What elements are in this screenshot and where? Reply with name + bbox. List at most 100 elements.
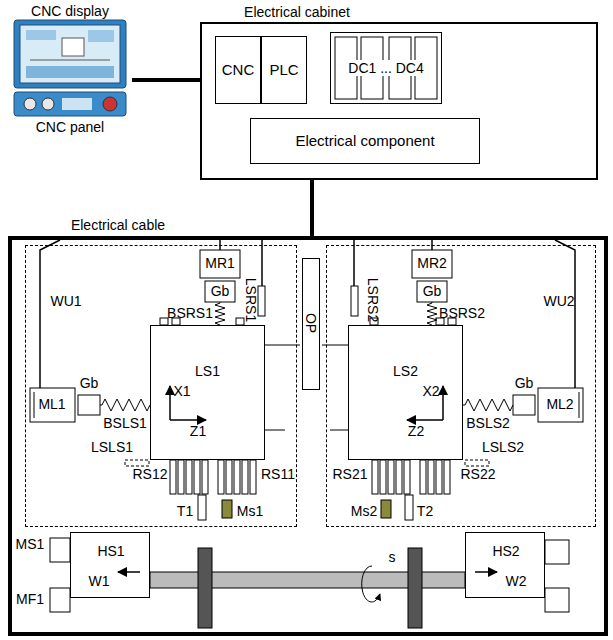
part-label: BSLS2 [466,416,510,431]
component-box: Electrical component [250,118,480,164]
drive-box: DC1 ... DC4 [330,32,442,104]
tool-tooth [250,460,256,494]
limit-switch [465,460,489,466]
node-text: W2 [506,573,527,589]
part-label: Gb [80,376,99,391]
part-label: LSRS2 [364,278,379,322]
part-label: Z1 [190,424,206,439]
part-label: LSLS2 [482,440,524,455]
node-text: W1 [89,573,110,589]
cnc-display-icon [14,20,126,116]
ball-screw-spring [215,302,225,325]
axis-arrows [170,386,443,420]
tools-sensors [198,495,413,520]
part-label: MR1 [205,256,235,271]
ball-screw-spring [463,399,513,411]
tool-tooth [404,460,410,494]
headstock-box: HS2W2 [465,532,545,598]
part-label: T2 [417,504,433,519]
tool-tooth [444,460,450,494]
node-title: LS1 [195,362,220,378]
part-label: Z2 [408,424,424,439]
limit-switch [125,460,149,466]
node-title: HS1 [97,543,124,559]
part-label: BSLS1 [103,416,147,431]
tool-tooth [428,460,434,494]
wheelset [150,548,465,628]
part-label: Ms1 [237,504,263,519]
probe-box: OP [302,258,320,390]
part-label: RS21 [332,467,367,482]
node-title: Electrical component [295,132,434,149]
node-title: HS2 [492,543,519,559]
tool-tooth [178,460,184,494]
part-label: MF1 [16,592,44,607]
part-label: X2 [422,384,439,399]
part-label: Gb [423,284,442,299]
motor-mr1 [200,250,240,302]
headstock-box: HS1W1 [70,532,150,598]
plc-box: PLC [261,36,307,104]
node-title: WU2 [543,293,574,309]
machine-frame [10,238,606,634]
node-title: Electrical cabinet [244,4,350,20]
cnc-terminal: CNC displayCNC panel [8,2,132,136]
node-title: WU1 [50,293,81,309]
part-label: Gb [211,284,230,299]
part-label: BSRS1 [167,306,213,321]
part-label: Electrical cable [71,218,165,233]
tool-tooth [218,460,224,494]
tool-tooth [226,460,232,494]
part-label: Gb [515,376,534,391]
part-label: LSLS1 [91,440,133,455]
slide-box: LS1 [150,325,265,460]
node-text: CNC panel [36,119,104,135]
clamp-arrows [118,571,497,573]
part-label: LSRS1 [242,278,257,322]
tool-tooth [388,460,394,494]
tool-tooth [420,460,426,494]
part-label: BSRS2 [439,306,485,321]
tool-tooth [242,460,248,494]
part-label: MR2 [417,256,447,271]
ball-screw-spring [427,302,437,325]
spindle-motors [50,538,569,612]
ball-screw-spring [100,399,150,411]
slide-box: LS2 [348,325,463,460]
motor-ml1 [30,388,100,422]
part-label: ML1 [38,397,65,412]
node-title: CNC [222,61,255,78]
tool-tooth [436,460,442,494]
limit-switch [351,286,358,316]
tool-tooth [194,460,200,494]
controller-box: CNC [215,36,261,104]
cable-connector [132,78,200,82]
tool-tooth [380,460,386,494]
part-label: ML2 [546,397,573,412]
slide-rails [160,318,456,430]
tool-stations [170,460,450,494]
part-label: RS12 [132,467,167,482]
tool-tooth [202,460,208,494]
part-label: T1 [177,504,193,519]
electrical-cable [310,180,314,238]
node-title: CNC display [31,3,109,19]
tool-tooth [234,460,240,494]
drive-compartments [335,37,437,99]
node-title: PLC [269,61,298,78]
node-title: LS2 [393,362,418,378]
part-label: RS11 [261,467,295,482]
part-label: X1 [173,384,190,399]
motor-cables [40,238,575,395]
part-label: MS1 [16,537,45,552]
part-label: Ms2 [351,504,377,519]
part-label: RS22 [460,467,495,482]
limit-switch [258,286,265,316]
tool-tooth [396,460,402,494]
tool-tooth [170,460,176,494]
node-title: OP [302,313,318,333]
node-title: DC1 ... DC4 [346,60,425,76]
part-label: s [389,550,396,565]
